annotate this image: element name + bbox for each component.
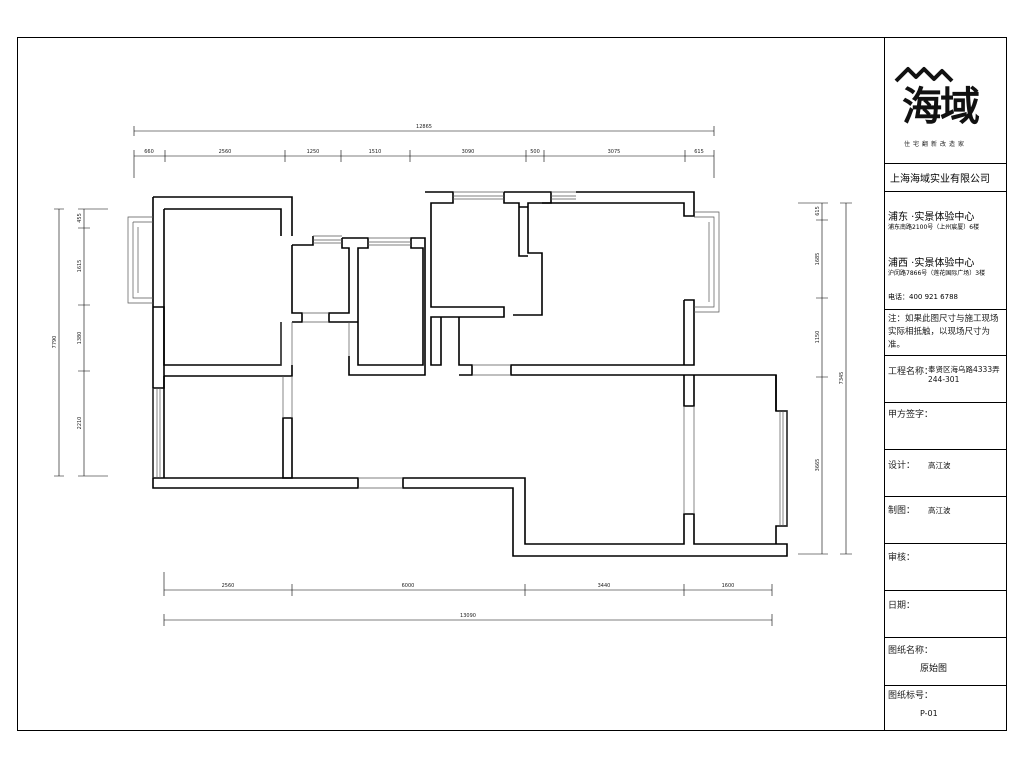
drawing-label: 制图：: [888, 506, 916, 516]
center-title-2: 浦西 ·实景体验中心: [888, 258, 975, 269]
center-address-2: 沪闵路7866号（莲花国际广场）3楼: [888, 270, 986, 277]
window-left-lower: [152, 388, 161, 478]
dim-top-3: 1510: [369, 149, 382, 155]
window-right-lower: [779, 411, 788, 526]
door-gap-3: [358, 477, 403, 489]
wall-bath-left: [291, 236, 314, 323]
review-cell: 审核：: [884, 544, 1007, 591]
contact-cell: 浦东 ·实景体验中心 浦东南路2100号（上州宸厦）6楼 浦西 ·实景体验中心 …: [884, 192, 1007, 310]
date-label: 日期：: [888, 601, 916, 611]
dim-bottom-3: 1600: [722, 583, 735, 589]
dim-right-2: 1150: [815, 331, 821, 344]
door-gap-2: [472, 364, 511, 376]
window-top-4: [551, 191, 576, 200]
wall-left-bedroom: [152, 196, 359, 489]
dim-right-1: 1685: [815, 253, 821, 266]
company-name: 上海海域实业有限公司: [890, 174, 990, 185]
design-cell: 设计： 高江波: [884, 450, 1007, 497]
wall-left-corridor: [163, 365, 293, 478]
dim-top-total: 12865: [416, 124, 432, 130]
logo-cell: 海域 住宅翻新改造家: [884, 37, 1007, 164]
slogan: 住宅翻新改造家: [904, 141, 968, 148]
project-label: 工程名称：: [888, 367, 934, 377]
dim-left-3: 2210: [77, 417, 83, 430]
review-label: 审核：: [888, 553, 916, 563]
dim-top-5: 500: [530, 149, 540, 155]
center-title-1: 浦东 ·实景体验中心: [888, 212, 975, 223]
dim-top-4: 3090: [462, 149, 475, 155]
logo: 海域: [902, 83, 980, 130]
sheet-no-cell: 图纸标号： P-01: [884, 686, 1007, 731]
client-sign-label: 甲方签字：: [888, 410, 934, 420]
wall-bath-mid: [328, 237, 426, 376]
project-value: 奉贤区海乌路4333弄244-301: [928, 365, 1000, 384]
drawing-value: 高江波: [928, 506, 951, 515]
dim-left-2: 1380: [77, 332, 83, 345]
sheet-no-label: 图纸标号：: [888, 691, 934, 701]
dim-line-right: [798, 202, 828, 555]
project-cell: 工程名称： 奉贤区海乌路4333弄244-301: [884, 356, 1007, 403]
dim-top-1: 2560: [219, 149, 232, 155]
dim-top-2: 1250: [307, 149, 320, 155]
window-right-bay: [694, 211, 720, 313]
dim-line-top: [133, 150, 715, 178]
dim-left-total: 7790: [52, 336, 58, 349]
window-left-bay: [127, 216, 153, 304]
dim-bottom-2: 3440: [598, 583, 611, 589]
company-cell: 上海海域实业有限公司: [884, 164, 1007, 192]
dim-bottom-1: 6000: [402, 583, 415, 589]
dim-left-1: 1615: [77, 260, 83, 273]
dim-top-7: 615: [694, 149, 704, 155]
client-sign-cell: 甲方签字：: [884, 403, 1007, 450]
drawing-cell: 制图： 高江波: [884, 497, 1007, 544]
dim-line-right-total: [840, 202, 852, 555]
dim-right-3: 3665: [815, 459, 821, 472]
dim-left-0: 455: [77, 213, 83, 223]
sheet-no-value: P-01: [920, 709, 938, 718]
sheet-name-cell: 图纸名称： 原始图: [884, 638, 1007, 686]
center-address-1: 浦东南路2100号（上州宸厦）6楼: [888, 224, 980, 231]
dim-line-bottom: [163, 572, 773, 596]
dim-line-top-total: [133, 126, 715, 136]
sheet-name-value: 原始图: [920, 664, 948, 674]
wall-kitchen: [425, 191, 552, 366]
window-top-2: [368, 237, 411, 246]
dim-line-bottom-total: [163, 614, 773, 626]
door-gap-4: [683, 406, 695, 514]
drawing-frame: [17, 37, 1007, 731]
window-top-1: [313, 235, 342, 244]
wall-master: [402, 191, 788, 557]
dim-top-0: 660: [144, 149, 154, 155]
dim-bottom-0: 2560: [222, 583, 235, 589]
wall-store: [458, 317, 473, 376]
sheet-name-label: 图纸名称：: [888, 646, 934, 656]
design-label: 设计：: [888, 461, 916, 471]
dim-line-left-total: [54, 208, 64, 477]
dim-right-0: 615: [815, 206, 821, 216]
design-value: 高江波: [928, 461, 951, 470]
date-cell: 日期：: [884, 591, 1007, 638]
title-block: 海域 住宅翻新改造家 上海海域实业有限公司 浦东 ·实景体验中心 浦东南路210…: [884, 37, 1007, 731]
window-top-3: [453, 191, 504, 200]
note: 注：如果此图尺寸与施工现场实际相抵触，以现场尺寸为准。: [888, 314, 999, 350]
dim-right-total: 7345: [839, 372, 845, 385]
wave-logo-icon: [894, 67, 954, 83]
door-gap-1: [302, 312, 329, 323]
dim-bottom-total: 13090: [460, 613, 476, 619]
dim-top-6: 3075: [608, 149, 621, 155]
dim-line-left: [78, 208, 108, 477]
phone: 电话：400 921 6788: [888, 293, 958, 301]
note-cell: 注：如果此图尺寸与施工现场实际相抵触，以现场尺寸为准。: [884, 310, 1007, 356]
